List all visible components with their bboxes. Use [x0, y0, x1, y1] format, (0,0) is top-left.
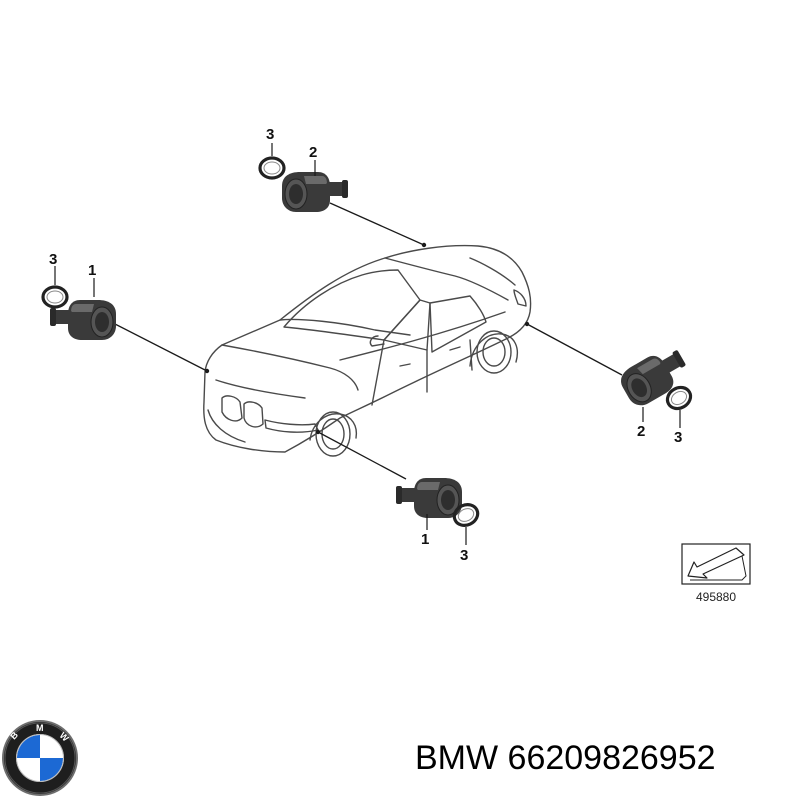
parking-sensor-bottom — [395, 477, 463, 519]
leader-line-left — [112, 322, 208, 372]
callout-part-right: 2 — [637, 423, 645, 440]
leader-dots — [204, 242, 530, 435]
part-number-caption: BMW 66209826952 — [415, 739, 716, 777]
direction-arrow-icon — [687, 547, 745, 579]
bmw-logo: B M W — [2, 720, 78, 796]
sensor-group-left: 3 1 — [41, 251, 117, 341]
leader-line-bottom — [317, 431, 407, 480]
reference-box: 495880 — [681, 543, 751, 604]
car-outline — [203, 244, 532, 457]
parking-sensor-right — [615, 342, 694, 411]
sensor-ring-top — [258, 156, 286, 180]
sensor-ring-left — [41, 285, 69, 309]
sensor-group-top: 3 2 — [258, 126, 349, 213]
logo-letter-m: M — [36, 723, 45, 733]
callout-part-bottom: 1 — [421, 531, 429, 548]
callout-part-top: 2 — [309, 144, 317, 161]
callout-ring-bottom: 3 — [460, 547, 468, 564]
reference-number: 495880 — [696, 590, 736, 604]
callout-ring-top: 3 — [266, 126, 274, 143]
callout-ring-right: 3 — [674, 429, 682, 446]
leader-line-right — [526, 323, 623, 376]
leader-line-top — [329, 202, 425, 246]
leader-lines — [112, 202, 623, 480]
callout-part-left: 1 — [88, 262, 96, 279]
sensor-group-bottom: 1 3 — [395, 477, 483, 564]
callout-ring-left: 3 — [49, 251, 57, 268]
sensor-group-right: 2 3 — [615, 342, 696, 446]
